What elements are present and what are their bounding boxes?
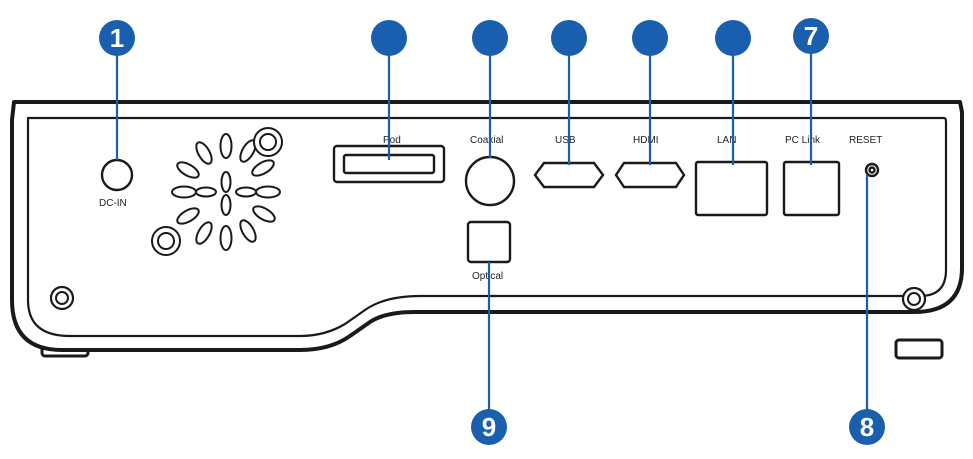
right-foot: [894, 338, 944, 360]
reset-button-center: [868, 166, 876, 174]
coaxial-port: [464, 155, 516, 207]
pc-link-port: [782, 160, 841, 217]
label-lan: LAN: [717, 135, 736, 146]
callout-lines: [115, 38, 869, 422]
callout-markers: [99, 18, 885, 445]
screw-right: [901, 286, 927, 312]
screw-left: [49, 285, 75, 311]
label-pc-link: PC Link: [785, 135, 821, 146]
ports: [100, 144, 880, 264]
callout-marker-5: [632, 20, 668, 56]
vent-ring-bottom-left: [151, 226, 181, 256]
label-optical: Optical: [472, 271, 503, 282]
device-inner-panel: [26, 116, 948, 338]
callout-marker-2: [371, 20, 407, 56]
hdmi-port: [614, 161, 686, 189]
vent-ring-top-right: [253, 127, 283, 157]
optical-port: [466, 220, 512, 264]
callout-marker-4: [551, 20, 587, 56]
label-hdmi: HDMI: [633, 135, 659, 146]
usb-port: [533, 161, 605, 189]
callout-number-9: 9: [482, 412, 496, 442]
label-usb: USB: [555, 135, 576, 146]
callout-marker-8: [849, 409, 885, 445]
callout-marker-3: [472, 20, 508, 56]
callout-number-1: 1: [110, 23, 124, 53]
callout-marker-1: [99, 20, 135, 56]
lan-port: [694, 160, 769, 217]
label-reset: RESET: [849, 135, 882, 146]
port-labels: DC-IN Pod Coaxial USB HDMI LAN PC Link R…: [99, 135, 882, 282]
fan-vent: [151, 127, 283, 256]
callout-number-7: 7: [804, 21, 818, 51]
label-dc-in: DC-IN: [99, 198, 127, 209]
vent-slots: [171, 133, 281, 251]
callout-marker-9: [471, 409, 507, 445]
label-pod: Pod: [383, 135, 401, 146]
label-coaxial: Coaxial: [470, 135, 503, 146]
dc-in-port: [100, 158, 134, 192]
callout-marker-7: [793, 18, 829, 54]
callout-number-8: 8: [860, 412, 874, 442]
callout-numbers: 1 7 8 9: [110, 21, 874, 442]
callout-marker-6: [715, 20, 751, 56]
